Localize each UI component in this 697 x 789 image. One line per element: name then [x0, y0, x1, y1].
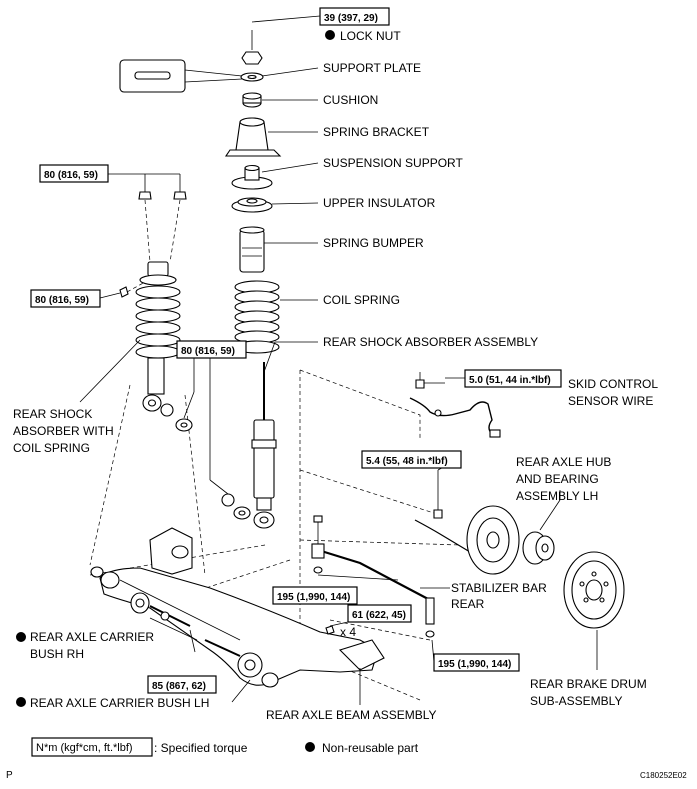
legend: N*m (kgf*cm, ft.*lbf) : Specified torque…	[31, 737, 419, 757]
leader-lines	[79, 15, 598, 705]
label-rear-axle-hub-1: REAR AXLE HUB	[516, 455, 611, 469]
legend-non-reusable: Non-reusable part	[322, 741, 419, 755]
backing-plate-assembly	[414, 470, 520, 575]
label-brake-drum-1: REAR BRAKE DRUM	[530, 677, 647, 691]
torque-box-stabilizer-upper: 195 (1,990, 144)	[272, 586, 358, 605]
non-reusable-markers	[16, 30, 335, 752]
label-rear-shock-absorber-assembly: REAR SHOCK ABSORBER ASSEMBLY	[323, 335, 538, 349]
legend-dot	[305, 742, 315, 752]
torque-box-backing-bolt: 5.4 (55, 48 in.*lbf)	[361, 450, 462, 469]
footer: P C180252E02	[6, 770, 687, 781]
torque-sensor-bolt: 5.0 (51, 44 in.*lbf)	[469, 375, 551, 386]
coil-spring	[234, 280, 280, 354]
rear-shock-absorber-assembly	[251, 362, 277, 529]
cushion	[242, 92, 262, 108]
label-shock-with-spring-2: ABSORBER WITH	[13, 424, 114, 438]
lower-bushings-center	[183, 350, 251, 520]
label-shock-with-spring-3: COIL SPRING	[13, 441, 90, 455]
lower-bushings-left	[160, 403, 193, 432]
lock-nut-dot	[325, 30, 335, 40]
label-stabilizer-bar-2: REAR	[451, 597, 485, 611]
label-cushion: CUSHION	[323, 93, 378, 107]
label-skid-control-2: SENSOR WIRE	[568, 394, 653, 408]
label-stabilizer-bar-1: STABILIZER BAR	[451, 581, 547, 595]
label-rear-axle-beam: REAR AXLE BEAM ASSEMBLY	[266, 708, 437, 722]
rear-axle-beam-assembly	[90, 527, 385, 688]
torque-box-carrier-bolt: 85 (867, 62)	[147, 675, 217, 694]
torque-carrier-bolt: 85 (867, 62)	[152, 681, 206, 692]
upper-mount-bolts	[108, 173, 187, 263]
lock-nut	[241, 30, 263, 65]
torque-backing-bolt: 5.4 (55, 48 in.*lbf)	[366, 456, 448, 467]
label-suspension-support: SUSPENSION SUPPORT	[323, 156, 463, 170]
label-skid-control-1: SKID CONTROL	[568, 377, 658, 391]
label-support-plate: SUPPORT PLATE	[323, 61, 421, 75]
label-rear-axle-hub-3: ASSEMBLY LH	[516, 489, 598, 503]
rear-brake-drum	[563, 551, 625, 629]
torque-upper-bolts: 80 (816, 59)	[44, 170, 98, 181]
torque-box-side-bolt: 80 (816, 59)	[30, 289, 101, 308]
label-carrier-bush-rh-2: BUSH RH	[30, 647, 84, 661]
label-spring-bracket: SPRING BRACKET	[323, 125, 430, 139]
label-carrier-bush-rh-1: REAR AXLE CARRIER	[30, 630, 154, 644]
torque-lower-bolt: 80 (816, 59)	[181, 346, 235, 357]
torque-box-lock-nut: 39 (397, 29)	[319, 7, 390, 26]
carrier-bush-lh-dot	[16, 697, 26, 707]
legend-specified-torque: : Specified torque	[154, 741, 248, 755]
support-plate	[240, 72, 264, 82]
rear-axle-carrier-bush-lh	[204, 639, 263, 678]
torque-stabilizer-bolts: 61 (622, 45)	[352, 610, 406, 621]
page-mark: P	[6, 770, 13, 781]
part-labels: LOCK NUT SUPPORT PLATE CUSHION SPRING BR…	[13, 29, 658, 722]
rear-axle-carrier-bush-rh	[130, 592, 191, 627]
torque-box-upper-bolts: 80 (816, 59)	[39, 164, 109, 183]
torque-box-lower-bolt: 80 (816, 59)	[176, 340, 247, 359]
label-times-four: x 4	[340, 625, 356, 639]
figure-code: C180252E02	[640, 771, 687, 780]
rear-axle-hub-and-bearing-assembly	[522, 531, 555, 565]
torque-stabilizer-lower: 195 (1,990, 144)	[438, 659, 511, 670]
side-bolt	[99, 281, 146, 299]
label-brake-drum-2: SUB-ASSEMBLY	[530, 694, 622, 708]
shock-absorber-with-coil-spring	[135, 261, 181, 412]
upper-insulator	[231, 197, 273, 213]
label-upper-insulator: UPPER INSULATOR	[323, 196, 436, 210]
carrier-bush-rh-dot	[16, 632, 26, 642]
label-spring-bumper: SPRING BUMPER	[323, 236, 424, 250]
spring-bracket	[224, 117, 282, 157]
torque-side-bolt: 80 (816, 59)	[35, 295, 89, 306]
torque-box-sensor-bolt: 5.0 (51, 44 in.*lbf)	[464, 369, 562, 388]
torque-lock-nut: 39 (397, 29)	[324, 13, 378, 24]
torque-stabilizer-upper: 195 (1,990, 144)	[277, 592, 350, 603]
legend-unit-box: N*m (kgf*cm, ft.*lbf)	[36, 742, 133, 754]
torque-box-stabilizer-lower: 195 (1,990, 144)	[433, 653, 520, 672]
suspension-support	[231, 164, 273, 190]
torque-box-stabilizer-bolts: 61 (622, 45)	[347, 604, 412, 623]
label-shock-with-spring-1: REAR SHOCK	[13, 407, 92, 421]
label-carrier-bush-lh: REAR AXLE CARRIER BUSH LH	[30, 696, 209, 710]
spring-bumper	[239, 226, 265, 273]
support-plate-detail	[119, 59, 243, 93]
label-coil-spring: COIL SPRING	[323, 293, 400, 307]
label-rear-axle-hub-2: AND BEARING	[516, 472, 599, 486]
skid-control-sensor-wire	[409, 372, 501, 438]
label-lock-nut: LOCK NUT	[340, 29, 401, 43]
stabilizer-bar-rear	[311, 515, 435, 638]
